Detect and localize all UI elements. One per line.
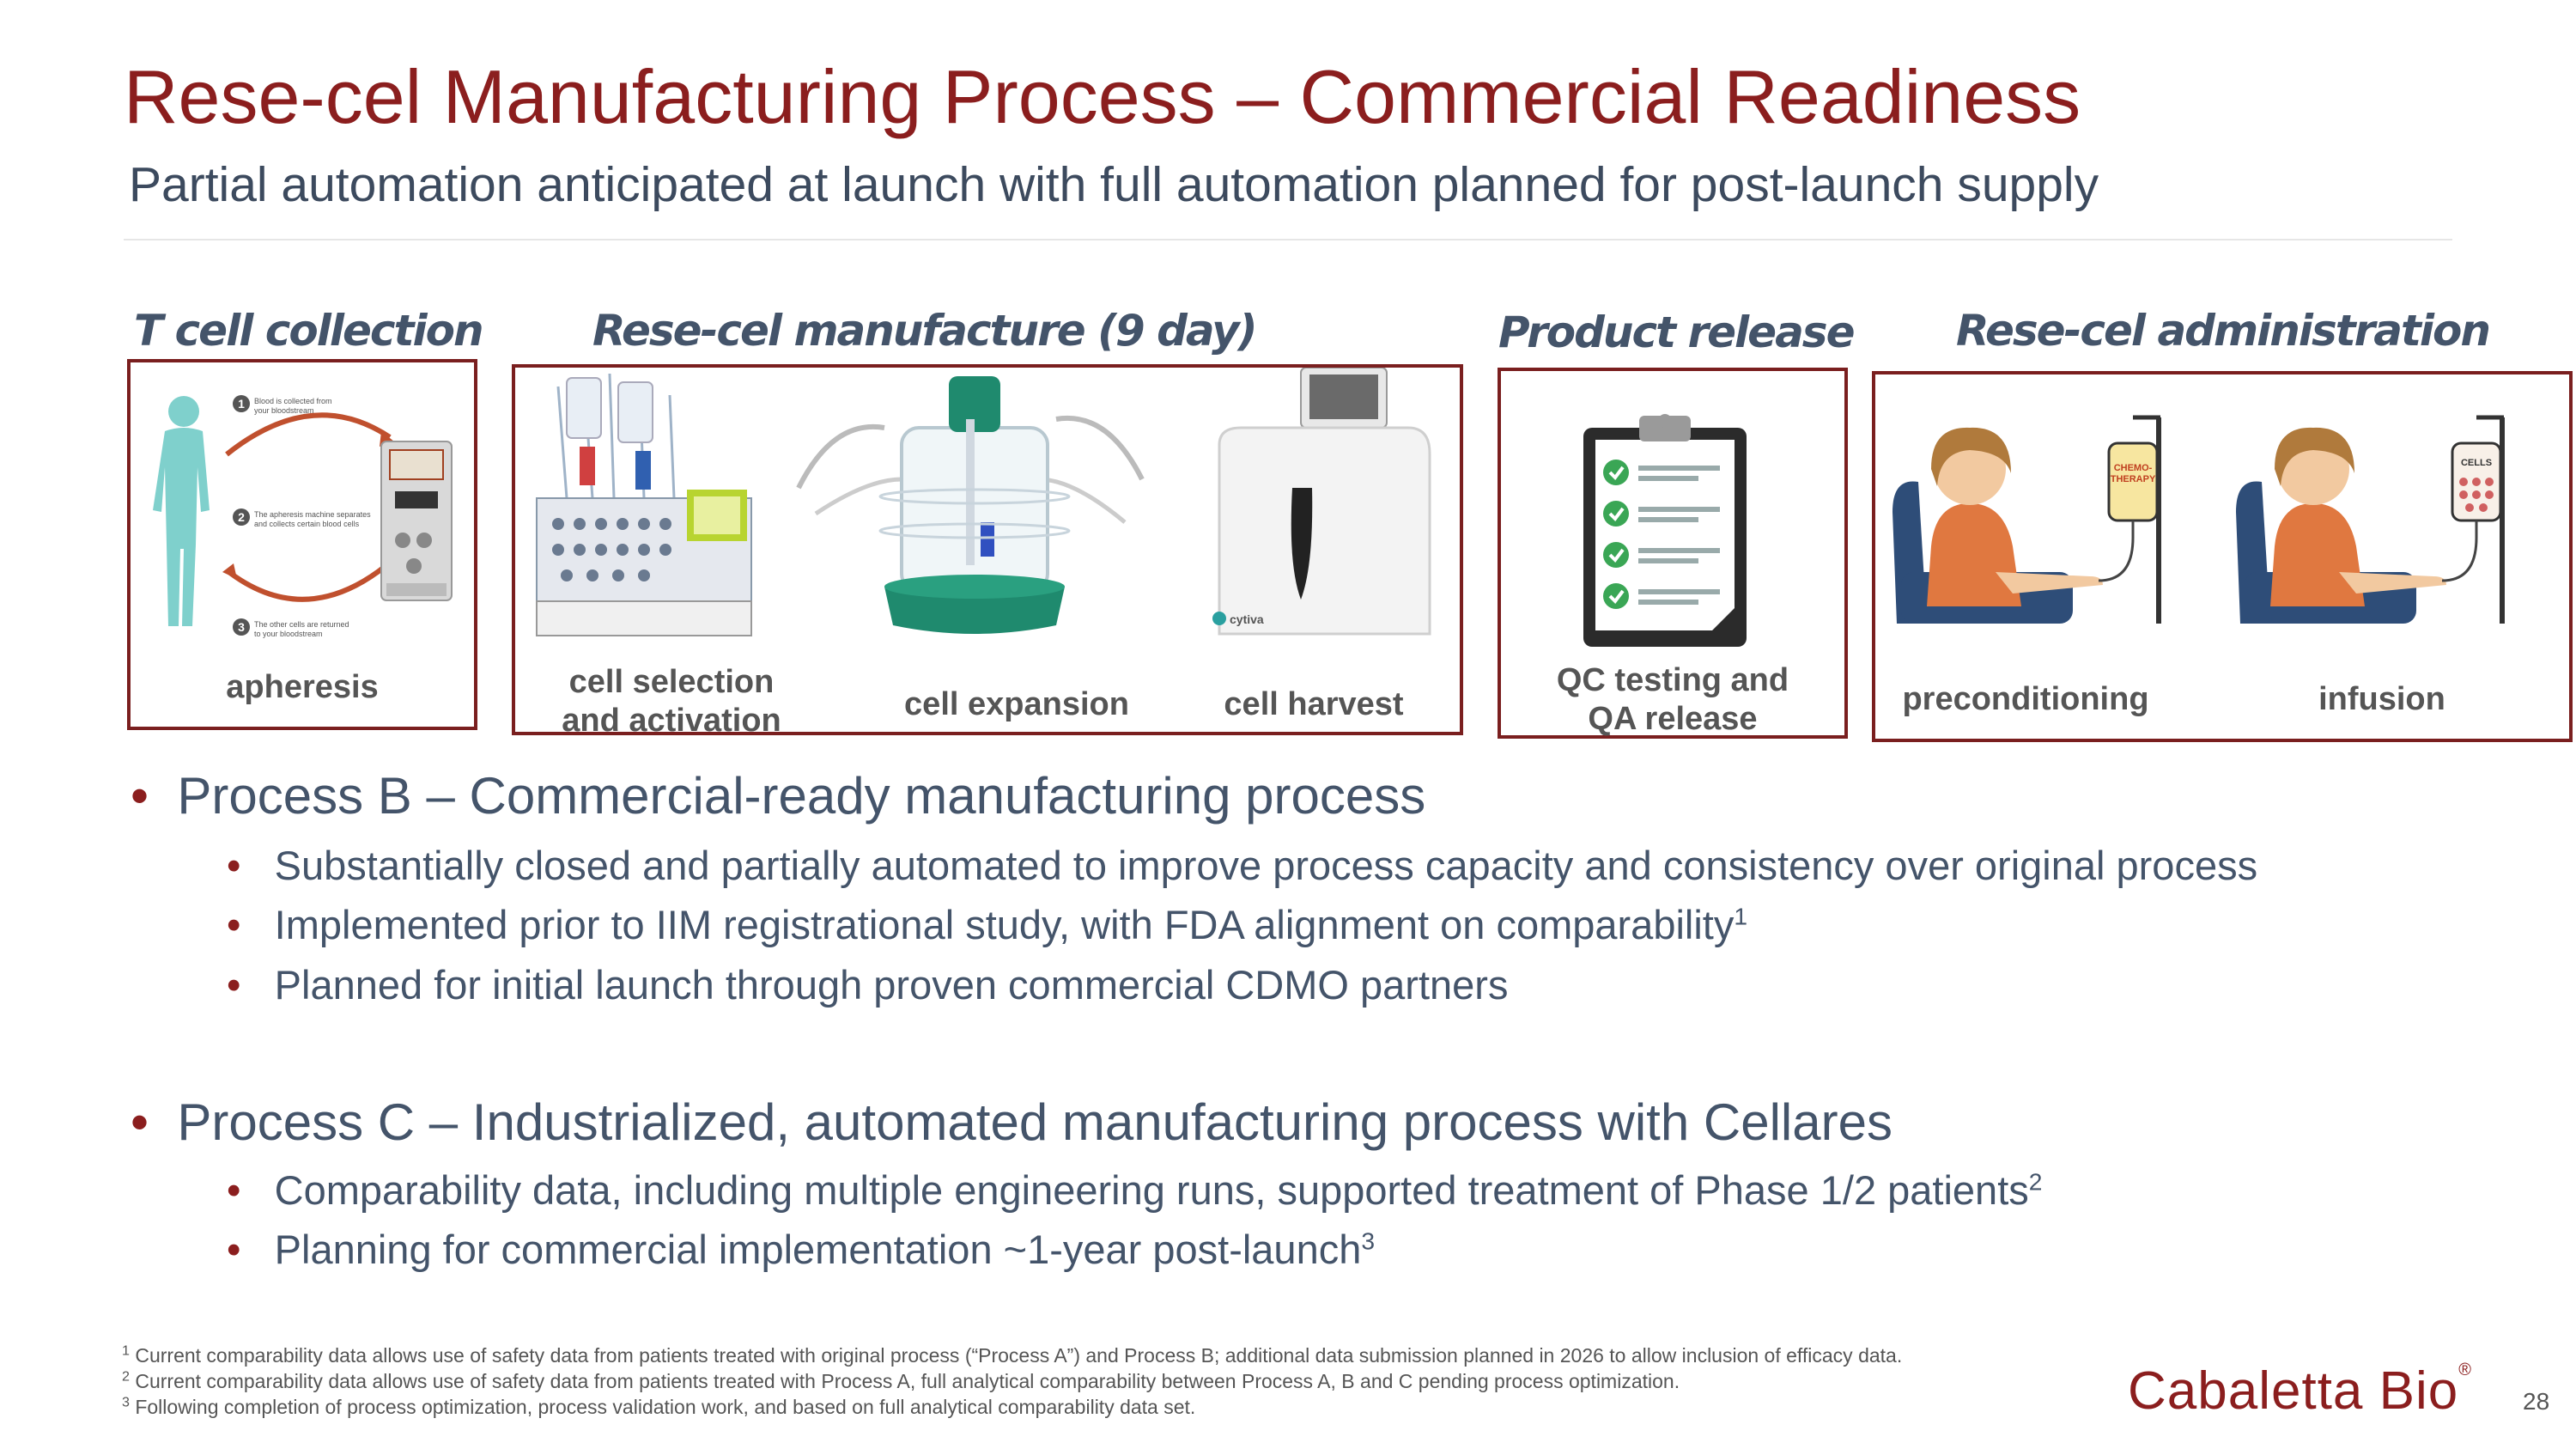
caption-line: cell selection: [568, 664, 775, 700]
person-silhouette-icon: [153, 396, 210, 626]
caption-cell-harvest: cell harvest: [1224, 686, 1404, 722]
step-number: 1: [238, 397, 245, 411]
step-number: 3: [238, 620, 245, 634]
caption-cell-selection: cell selection and activation: [515, 663, 828, 740]
step-text: Blood is collected from: [254, 397, 332, 405]
heading-manufacture: Rese-cel manufacture (9 day): [592, 306, 1258, 356]
sub-bullet: • Substantially closed and partially aut…: [227, 843, 2258, 888]
step-text: and collects certain blood cells: [254, 520, 360, 528]
bullet-process-b: • Process B – Commercial-ready manufactu…: [131, 767, 1426, 825]
footnote-ref: 2: [2028, 1167, 2043, 1196]
slide-title: Rese-cel Manufacturing Process – Commerc…: [124, 54, 2081, 139]
heading-administration: Rese-cel administration: [1956, 306, 2491, 356]
sub-bullet: • Implemented prior to IIM registrationa…: [227, 902, 1748, 947]
step-text: to your bloodstream: [254, 630, 323, 638]
chemo-bag-label: THERAPY: [2111, 474, 2156, 484]
slide-subtitle: Partial automation anticipated at launch…: [129, 157, 2099, 212]
sub-bullet-text: Planned for initial launch through prove…: [274, 962, 1509, 1008]
heading-t-cell-collection: T cell collection: [134, 306, 484, 356]
heading-product-release: Product release: [1498, 307, 1855, 357]
collection-panel: 1 Blood is collected from your bloodstre…: [127, 359, 477, 730]
footnote-ref: 1: [1734, 902, 1748, 930]
collect-arrow-icon: [225, 412, 392, 457]
clipboard-checklist-icon: [1583, 414, 1747, 647]
cell-harvest-device-icon: cytiva: [1212, 368, 1431, 636]
step-text: your bloodstream: [254, 406, 314, 415]
caption-cell-expansion: cell expansion: [904, 686, 1129, 722]
cell-selection-machine-icon: [536, 373, 752, 636]
caption-infusion: infusion: [2318, 681, 2445, 717]
bullet-text: Process C – Industrialized, automated ma…: [177, 1093, 1893, 1151]
infusion-patient-icon: CELLS: [2236, 415, 2505, 624]
company-logo: Cabaletta Bio®: [2128, 1361, 2472, 1421]
administration-panel: CHEMO- THERAPY CELLS preconditioning inf…: [1872, 371, 2573, 742]
page-number: 28: [2523, 1388, 2550, 1415]
sub-bullet: • Planned for initial launch through pro…: [227, 962, 1509, 1008]
footnote: 2 Current comparability data allows use …: [122, 1368, 1680, 1392]
sub-bullet-text: Planning for commercial implementation ~…: [274, 1227, 1362, 1272]
sub-bullet-text: Substantially closed and partially autom…: [274, 843, 2258, 888]
footnote: 1 Current comparability data allows use …: [122, 1342, 1903, 1367]
preconditioning-patient-icon: CHEMO- THERAPY: [1893, 415, 2161, 624]
sub-bullet-text: Implemented prior to IIM registrational …: [274, 902, 1735, 947]
title-divider: [124, 239, 2452, 240]
bullet-text: Process B – Commercial-ready manufacturi…: [177, 767, 1426, 825]
step-text: The other cells are returned: [254, 620, 349, 629]
caption-apheresis: apheresis: [226, 669, 379, 705]
caption-qc-release: QC testing and QA release: [1501, 661, 1844, 739]
manufacture-panel: cytiva cell selection and activation cel…: [512, 364, 1463, 739]
bioreactor-icon: [796, 376, 1145, 634]
caption-line: and activation: [562, 703, 781, 739]
footnote: 3 Following completion of process optimi…: [122, 1394, 1196, 1418]
apheresis-machine-icon: [380, 441, 453, 601]
caption-preconditioning: preconditioning: [1902, 681, 2149, 717]
step-number: 2: [238, 510, 245, 524]
step-text: The apheresis machine separates: [254, 510, 371, 519]
bullet-process-c: • Process C – Industrialized, automated …: [131, 1093, 1893, 1151]
sub-bullet-text: Comparability data, including multiple e…: [274, 1167, 2029, 1213]
sub-bullet: • Comparability data, including multiple…: [227, 1167, 2043, 1213]
chemo-bag-label: CHEMO-: [2114, 463, 2153, 473]
footnote-ref: 3: [1361, 1227, 1376, 1255]
cells-bag-label: CELLS: [2461, 458, 2492, 468]
return-arrow-icon: [225, 563, 387, 602]
apheresis-diagram: 1 Blood is collected from your bloodstre…: [153, 395, 453, 638]
harvest-brand-label: cytiva: [1230, 612, 1264, 626]
caption-line: QA release: [1588, 701, 1758, 737]
release-panel: QC testing and QA release: [1498, 368, 1848, 739]
caption-line: QC testing and: [1556, 662, 1789, 698]
sub-bullet: • Planning for commercial implementation…: [227, 1227, 1376, 1272]
